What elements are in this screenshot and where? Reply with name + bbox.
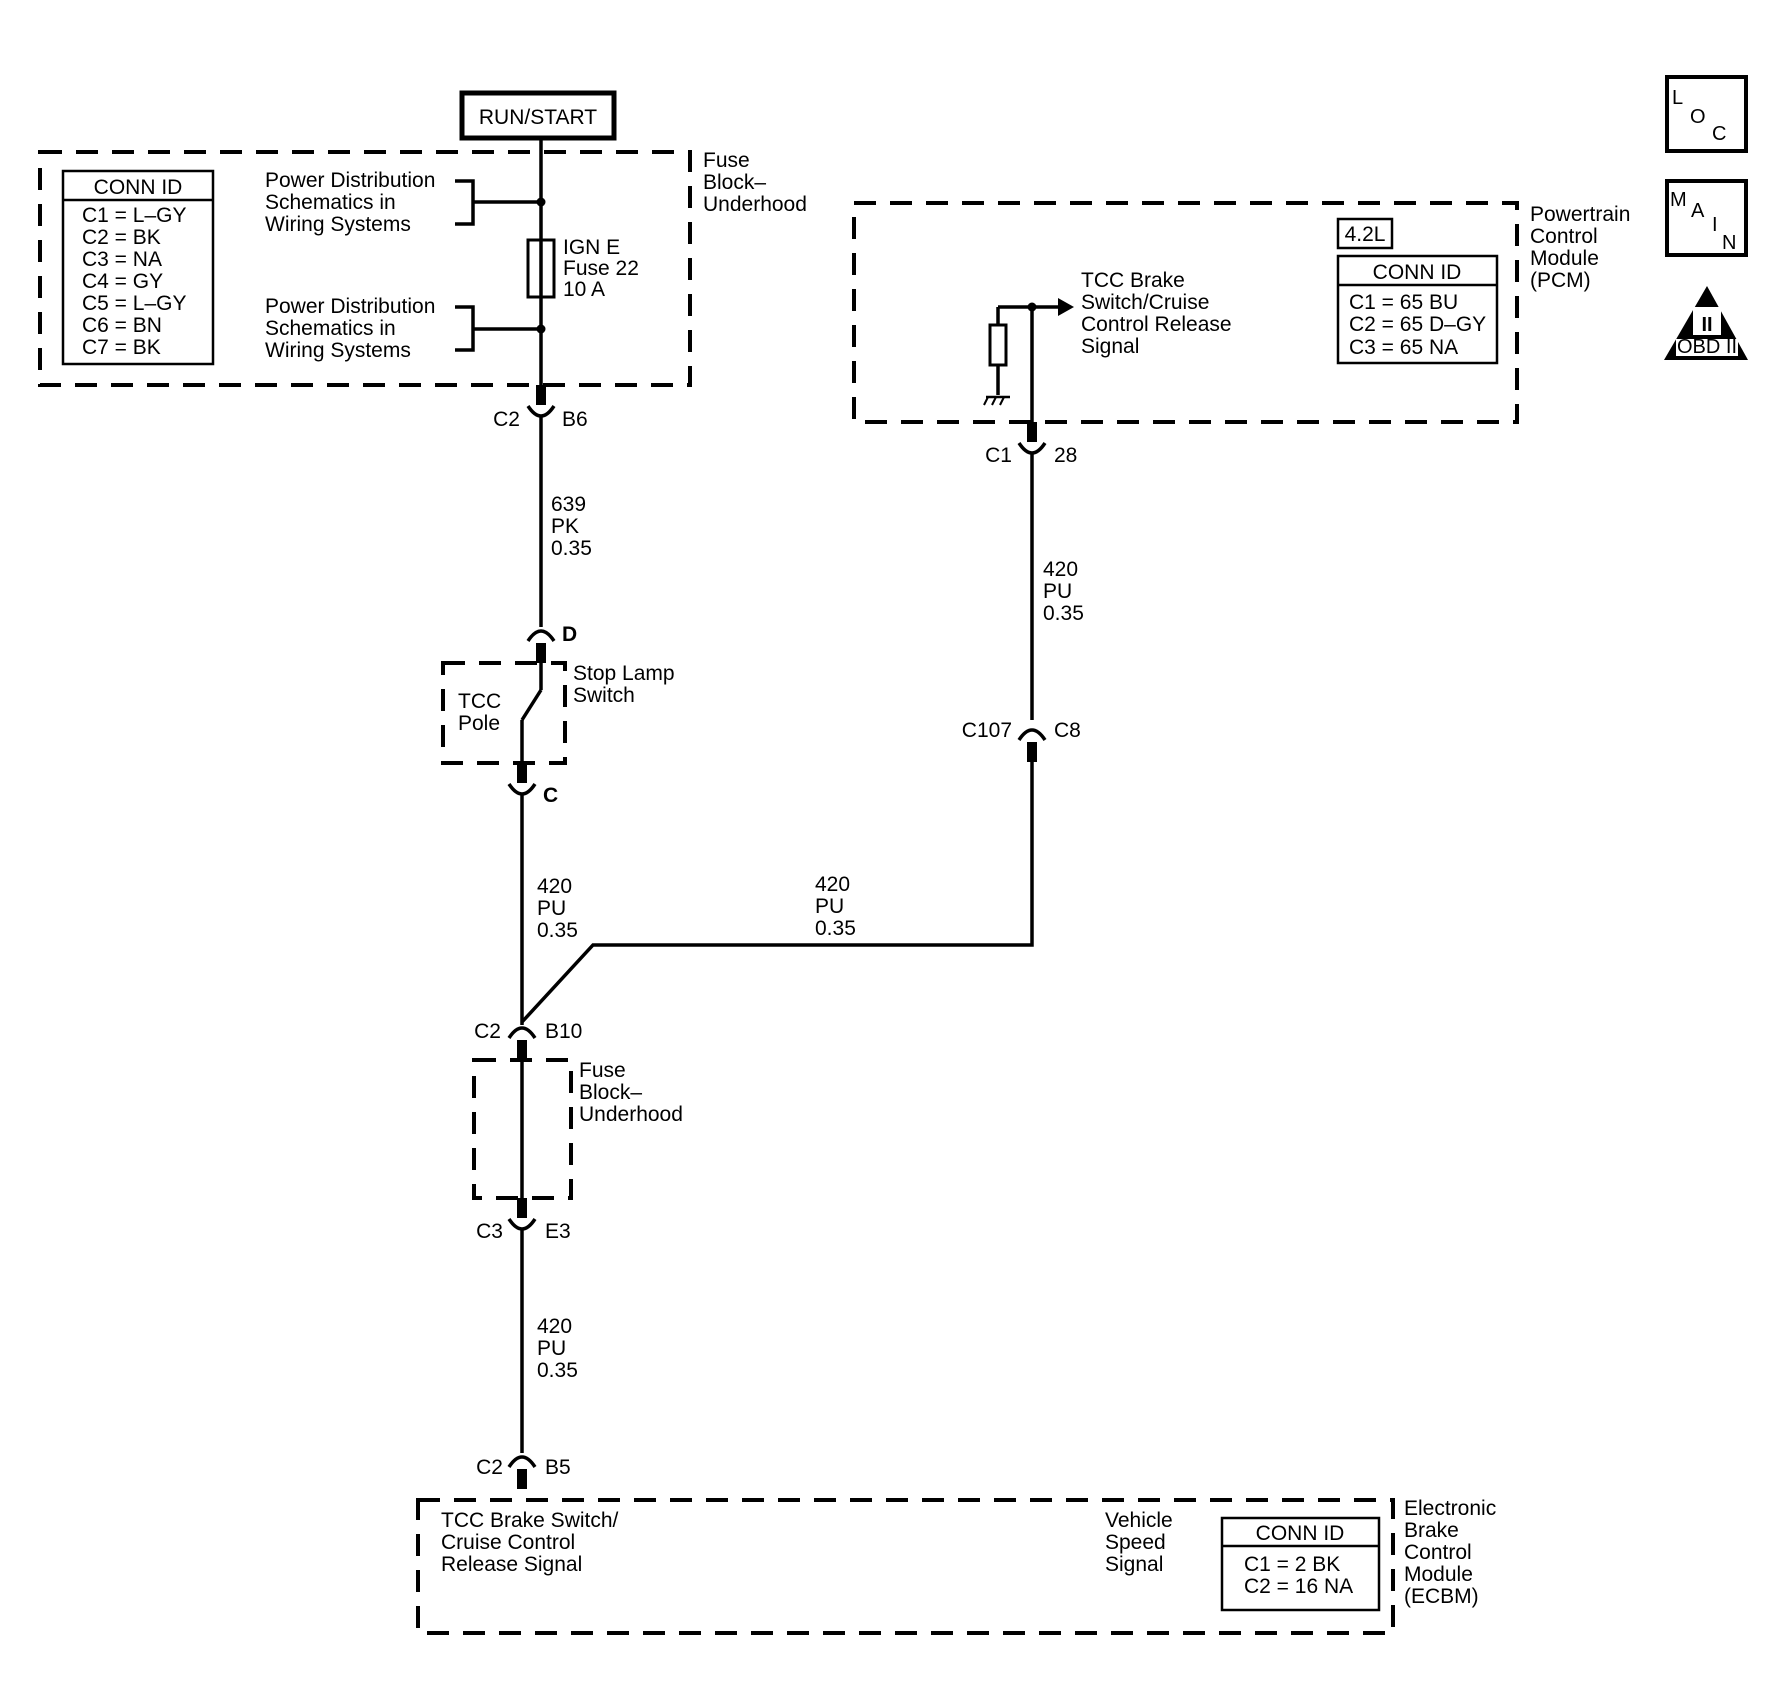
- conn-id-row: C2 = 16 NA: [1244, 1575, 1353, 1598]
- connector-label: C1: [985, 444, 1012, 467]
- connector-label: 28: [1054, 444, 1077, 467]
- pcm-outline: [852, 201, 1519, 424]
- connector-label: C107: [962, 719, 1012, 742]
- connector-c1-28: [1017, 422, 1047, 455]
- connector-label: C2: [476, 1456, 503, 1479]
- conn-id-row: C7 = BK: [82, 336, 161, 359]
- conn-id-row: C2 = BK: [82, 226, 161, 249]
- ecbm-conn-id-table: CONN ID C1 = 2 BK C2 = 16 NA: [1220, 1516, 1381, 1612]
- conn-id-row: C5 = L–GY: [82, 292, 186, 315]
- run-start-label: RUN/START: [479, 106, 597, 129]
- conn-id-title: CONN ID: [1256, 1522, 1345, 1545]
- conn-id-title: CONN ID: [94, 176, 183, 199]
- main-icon-text: I: [1712, 214, 1718, 236]
- ecbm-outline: [416, 1498, 1395, 1635]
- ground-icon: [983, 395, 1010, 406]
- pcm-conn-id-table: CONN ID C1 = 65 BU C2 = 65 D–GY C3 = 65 …: [1336, 254, 1499, 365]
- connector-c107-c8: [1017, 728, 1047, 762]
- connector-c: [507, 782, 537, 796]
- connector-c3-e3: [507, 1198, 537, 1231]
- main-icon-text: M: [1670, 189, 1687, 211]
- switch-blade: [520, 689, 543, 721]
- pcm-engine-badge: 4.2L: [1336, 217, 1394, 250]
- switch-pin-in: D: [562, 623, 577, 646]
- obd-numeral: II: [1701, 314, 1712, 336]
- fuse-block-top-conn-id-table: CONN ID C1 = L–GY C2 = BK C3 = NA C4 = G…: [61, 169, 215, 366]
- connector-d: [526, 629, 556, 663]
- connector-label: E3: [545, 1220, 571, 1243]
- pcm-input-circuit: [983, 298, 1074, 422]
- connector-label: B6: [562, 408, 588, 431]
- connector-c2-b6: [526, 385, 556, 418]
- connector-label: C2: [493, 408, 520, 431]
- resistor-symbol: [988, 323, 1008, 367]
- connector-c2-b10: [507, 1026, 537, 1060]
- main-icon-text: N: [1722, 232, 1736, 254]
- conn-id-row: C2 = 65 D–GY: [1349, 313, 1486, 336]
- main-icon: M A I N: [1665, 179, 1748, 257]
- obd-label: OBD II: [1677, 336, 1737, 358]
- conn-id-row: C3 = 65 NA: [1349, 336, 1458, 359]
- loc-icon-text: O: [1690, 106, 1706, 128]
- loc-icon: L O C: [1665, 75, 1748, 153]
- switch-pin-out: C: [543, 784, 558, 807]
- conn-id-row: C3 = NA: [82, 248, 162, 271]
- main-icon-text: A: [1691, 200, 1705, 222]
- connector-c2-b5: [507, 1455, 537, 1489]
- connector-label: C2: [474, 1020, 501, 1043]
- obd-ii-icon: II OBD II: [1664, 286, 1748, 360]
- connector-label: B10: [545, 1020, 582, 1043]
- conn-id-title: CONN ID: [1373, 261, 1462, 284]
- conn-id-row: C4 = GY: [82, 270, 163, 293]
- splice-dot: [536, 324, 546, 334]
- run-start-box: RUN/START: [459, 90, 617, 141]
- engine-label: 4.2L: [1345, 223, 1386, 246]
- connector-label: C3: [476, 1220, 503, 1243]
- loc-icon-text: C: [1712, 123, 1726, 145]
- fuse-block-top-outline: [38, 150, 692, 387]
- loc-icon-text: L: [1672, 87, 1683, 109]
- conn-id-row: C6 = BN: [82, 314, 162, 337]
- splice-dot: [536, 197, 546, 207]
- conn-id-row: C1 = 65 BU: [1349, 291, 1458, 314]
- connector-label: B5: [545, 1456, 571, 1479]
- conn-id-row: C1 = 2 BK: [1244, 1553, 1340, 1576]
- conn-id-row: C1 = L–GY: [82, 204, 186, 227]
- connector-label: C8: [1054, 719, 1081, 742]
